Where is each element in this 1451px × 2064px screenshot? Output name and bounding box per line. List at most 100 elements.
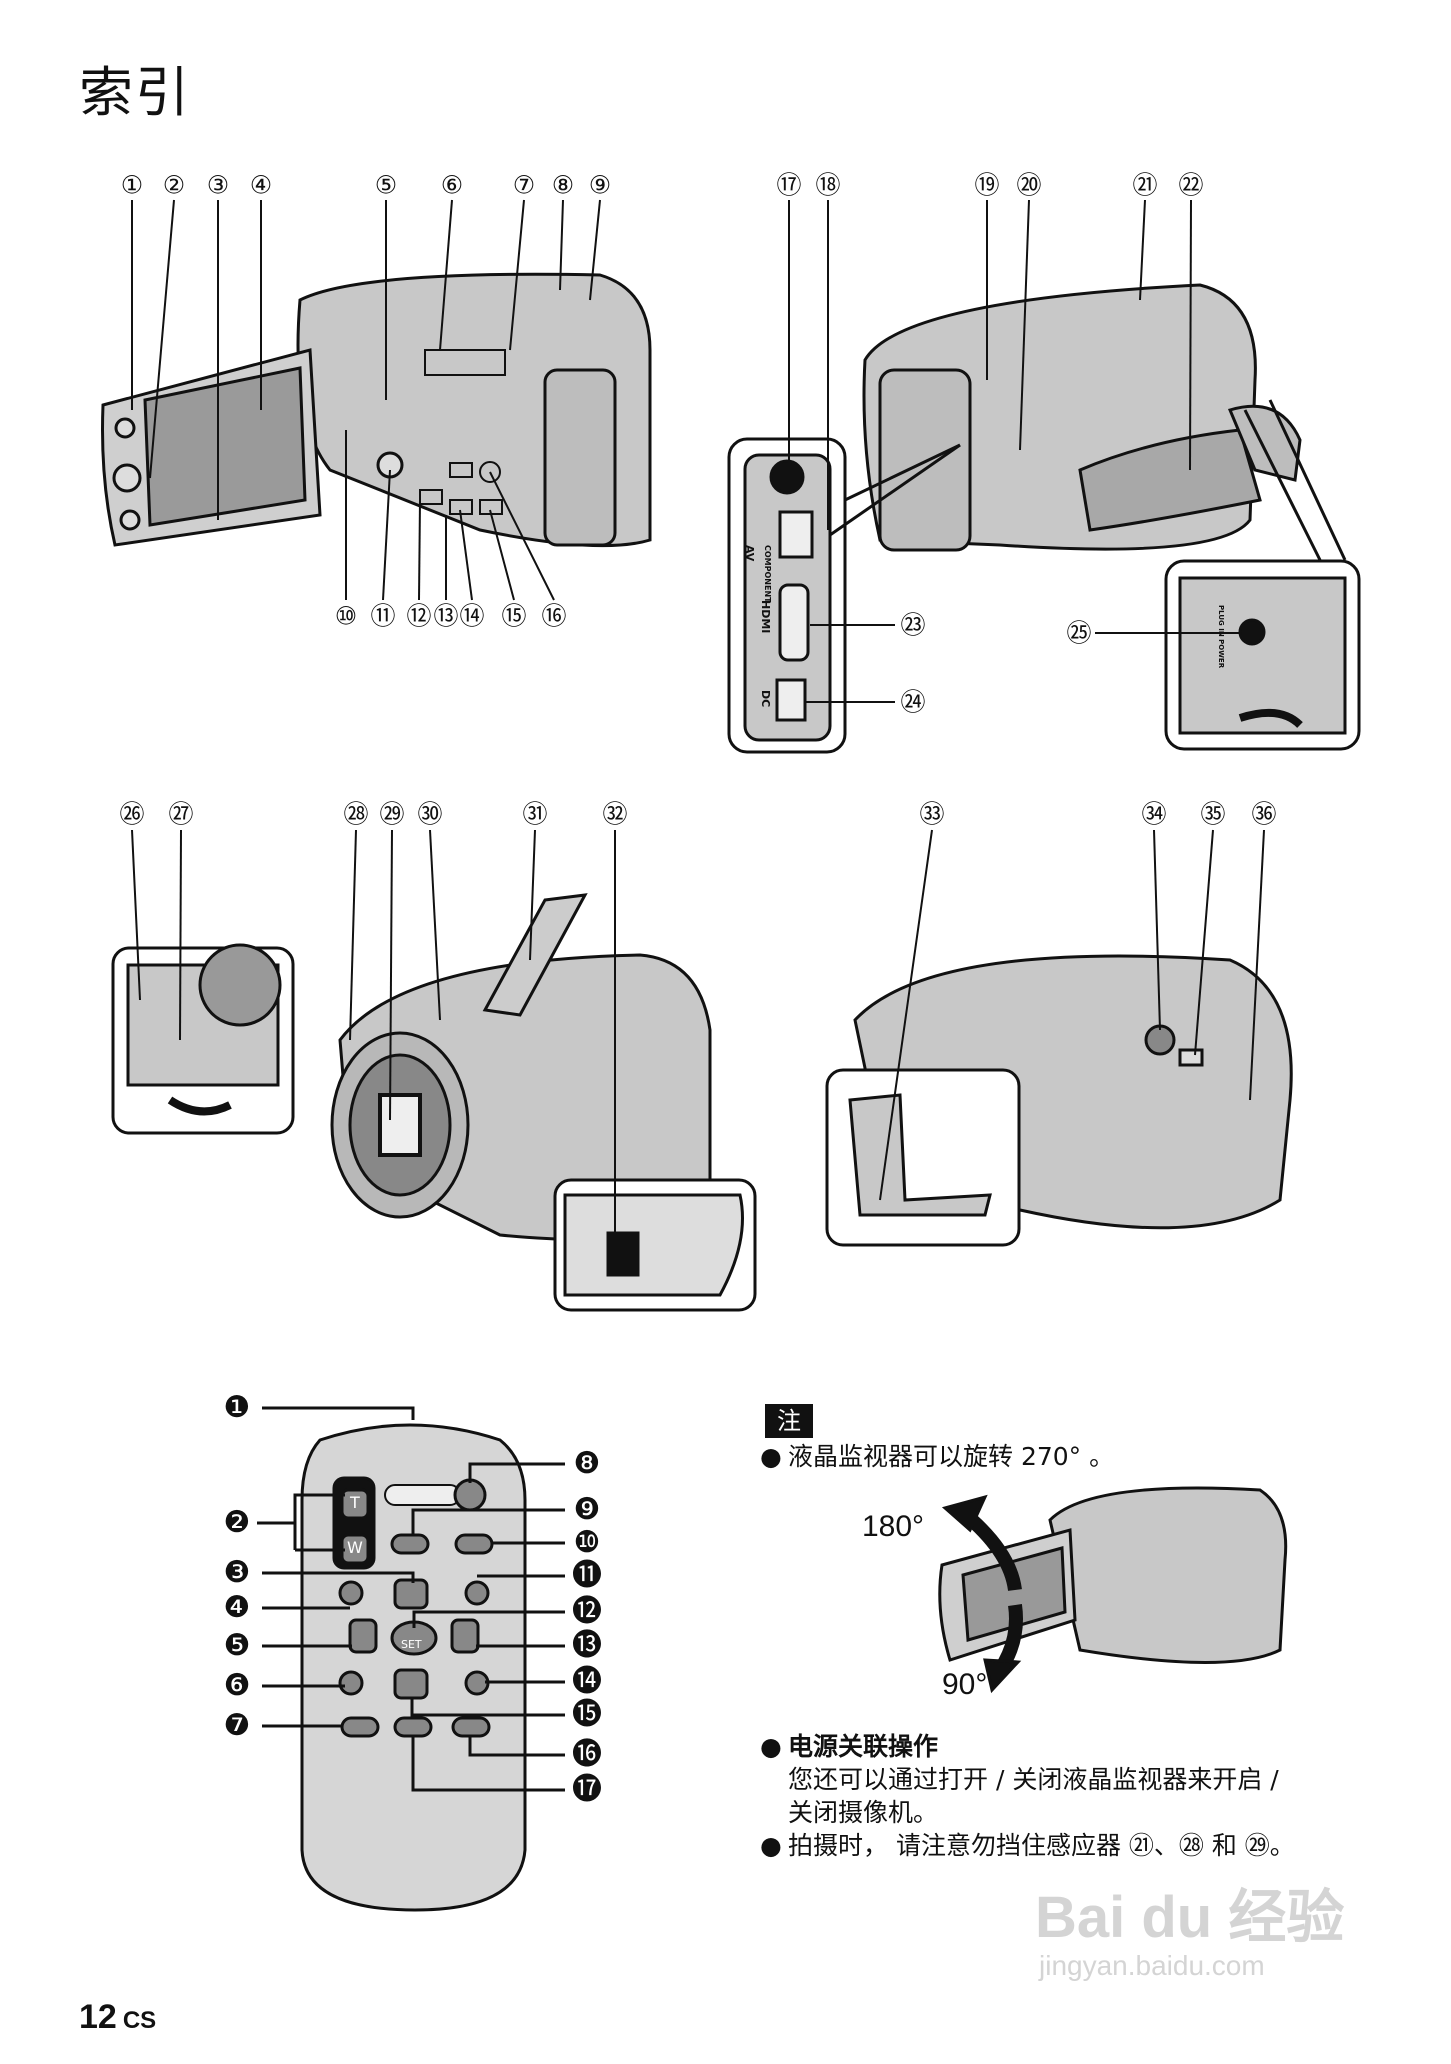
callout-leader-22 [1189, 199, 1192, 471]
note-text: 拍摄时， 请注意勿挡住感应器 ㉑、㉘ 和 ㉙。 [788, 1831, 1295, 1860]
remote-callout-11: ⓫ [572, 1558, 602, 1593]
note-text: 关闭摄像机。 [788, 1798, 939, 1827]
callout-6: ⑥ [440, 170, 464, 200]
callout-18: ⑱ [815, 170, 841, 200]
callout-22: ㉒ [1178, 170, 1204, 200]
callout-27: ㉗ [168, 799, 194, 829]
callout-8: ⑧ [551, 170, 575, 200]
callout-leader-31 [529, 829, 536, 961]
callout-16: ⑯ [541, 601, 567, 631]
dc-port-label: DC [759, 690, 772, 708]
callout-23: ㉓ [900, 610, 926, 640]
callout-leader-30 [429, 829, 441, 1021]
remote-callout-1: ❶ [223, 1390, 251, 1425]
remote-callout-12: ⓬ [572, 1594, 602, 1629]
callout-11: ⑪ [370, 601, 396, 631]
remote-callout-3: ❸ [223, 1555, 251, 1590]
page-number-value: 12 [79, 1998, 117, 2036]
callout-12: ⑫ [406, 601, 432, 631]
callout-30: ㉚ [417, 799, 443, 829]
remote-callout-9: ❾ [573, 1492, 601, 1527]
callout-3: ③ [206, 170, 230, 200]
av-port-label: AV [743, 545, 756, 562]
callout-25: ㉕ [1066, 618, 1092, 648]
remote-callout-8: ❽ [573, 1446, 601, 1481]
callout-31: ㉛ [522, 799, 548, 829]
watermark-url: jingyan.baidu.com [1039, 1950, 1265, 1981]
lcd-rotation-illustration [938, 1486, 1288, 1694]
remote-callout-6: ❻ [223, 1668, 251, 1703]
callout-leader-12 [418, 499, 421, 601]
callout-leader-9 [589, 199, 601, 301]
callout-9: ⑨ [588, 170, 612, 200]
remote-callout-14: ⓮ [572, 1664, 602, 1699]
remote-callout-16: ⓰ [572, 1737, 602, 1772]
callout-24: ㉔ [900, 687, 926, 717]
callout-10: ⑩ [334, 601, 358, 631]
note-tag: 注 [765, 1404, 813, 1438]
callout-leader-7 [509, 199, 525, 351]
callout-leader-14 [459, 509, 473, 601]
callout-14: ⑭ [459, 601, 485, 631]
remote-callout-7: ❼ [223, 1708, 251, 1743]
remote-callout-15: ⓯ [572, 1697, 602, 1732]
note-heading: 电源关联操作 [788, 1732, 939, 1761]
callout-leader-8 [559, 199, 564, 291]
callout-leader-21 [1139, 199, 1146, 301]
callout-1: ① [120, 170, 144, 200]
angle-90-label: 90° [942, 1668, 988, 1701]
callout-35: ㉟ [1200, 799, 1226, 829]
callout-leader-15 [489, 509, 515, 601]
remote-callout-13: ⓭ [572, 1628, 602, 1663]
callout-leader-26 [131, 829, 141, 1001]
remote-callout-17: ⓱ [572, 1772, 602, 1807]
camera-lcd-open-illustration [101, 272, 652, 548]
page-suffix: CS [122, 2007, 157, 2034]
callout-leader-6 [439, 199, 453, 351]
callout-7: ⑦ [512, 170, 536, 200]
camera-front-lens-illustration [111, 893, 757, 1312]
callout-32: ㉜ [602, 799, 628, 829]
wide-key-label: W [347, 1538, 363, 1557]
camera-bottom-illustration [825, 954, 1293, 1247]
note-bullet-1: ●液晶监视器可以旋转 270° 。 [760, 1442, 1115, 1471]
callout-leader-36 [1249, 829, 1265, 1101]
callout-28: ㉘ [343, 799, 369, 829]
remote-callout-10: ❿ [573, 1525, 601, 1560]
callout-4: ④ [249, 170, 273, 200]
callout-21: ㉑ [1132, 170, 1158, 200]
callout-leader-35 [1194, 829, 1214, 1056]
remote-callout-5: ❺ [223, 1628, 251, 1663]
callout-29: ㉙ [379, 799, 405, 829]
callout-leader-29 [389, 829, 393, 1121]
set-key-label: SET [401, 1638, 422, 1651]
callout-34: ㉞ [1141, 799, 1167, 829]
remote-callout-2: ❷ [223, 1505, 251, 1540]
callout-13: ⑬ [433, 601, 459, 631]
angle-180-label: 180° [862, 1510, 925, 1543]
callout-5: ⑤ [374, 170, 398, 200]
callout-leader-27 [179, 829, 182, 1041]
callout-19: ⑲ [974, 170, 1000, 200]
callout-2: ② [162, 170, 186, 200]
note-text: 液晶监视器可以旋转 270° 。 [788, 1442, 1115, 1471]
callout-33: ㉝ [919, 799, 945, 829]
callout-17: ⑰ [776, 170, 802, 200]
callout-36: ㊱ [1251, 799, 1277, 829]
callout-26: ㉖ [119, 799, 145, 829]
callout-15: ⑮ [501, 601, 527, 631]
callout-20: ⑳ [1016, 170, 1042, 200]
callout-leader-2 [149, 199, 175, 479]
hdmi-port-label: HDMI [759, 600, 772, 634]
note-bullet-2: ●电源关联操作 您还可以通过打开 / 关闭液晶监视器来开启 / 关闭摄像机。 ●… [760, 1732, 1295, 1860]
callout-leader-20 [1019, 199, 1030, 451]
camera-rear-illustration [727, 283, 1361, 754]
remote-control-illustration [257, 1406, 565, 1912]
callout-leader-16 [489, 471, 555, 601]
plug-in-power-label: PLUG IN POWER [1217, 605, 1225, 669]
watermark-logo: Bai du 经验 [1035, 1885, 1345, 1950]
note-text: 您还可以通过打开 / 关闭液晶监视器来开启 / [788, 1765, 1279, 1794]
